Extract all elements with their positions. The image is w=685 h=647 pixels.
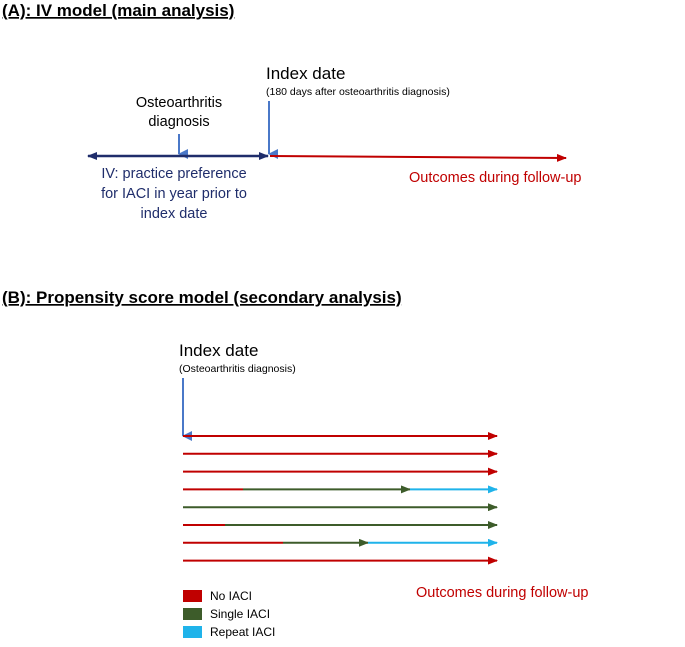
panel-a-index-date-subtitle: (180 days after osteoarthritis diagnosis… (266, 86, 450, 98)
panel-a-index-date-label: Index date (266, 64, 345, 83)
osteoarthritis-label-line1: Osteoarthritis (136, 95, 222, 111)
panel-a-title: (A): IV model (main analysis) (2, 1, 234, 20)
legend-swatch-single-iaci (183, 608, 202, 620)
panel-a-follow-up-arrow (269, 153, 567, 162)
panel-b-title: (B): Propensity score model (secondary a… (2, 288, 402, 307)
panel-b: (B): Propensity score model (secondary a… (2, 288, 588, 639)
panel-a-outcomes-label: Outcomes during follow-up (409, 170, 581, 186)
panel-b-index-date-subtitle: (Osteoarthritis diagnosis) (179, 363, 296, 375)
iv-label-line1: IV: practice preference (101, 166, 246, 182)
legend-swatch-no-iaci (183, 590, 202, 602)
panel-a: (A): IV model (main analysis) Index date… (2, 1, 581, 222)
legend-label-repeat-iaci: Repeat IACI (210, 625, 275, 639)
legend: No IACI Single IACI Repeat IACI (183, 589, 275, 639)
osteoarthritis-label-line2: diagnosis (148, 114, 209, 130)
panel-b-index-date-label: Index date (179, 341, 258, 360)
panel-b-outcomes-label: Outcomes during follow-up (416, 585, 588, 601)
legend-label-no-iaci: No IACI (210, 589, 252, 603)
legend-swatch-repeat-iaci (183, 626, 202, 638)
iv-label-line2: for IACI in year prior to (101, 186, 247, 202)
cohort-timelines (183, 432, 498, 565)
iv-label-line3: index date (141, 206, 208, 222)
legend-label-single-iaci: Single IACI (210, 607, 270, 621)
